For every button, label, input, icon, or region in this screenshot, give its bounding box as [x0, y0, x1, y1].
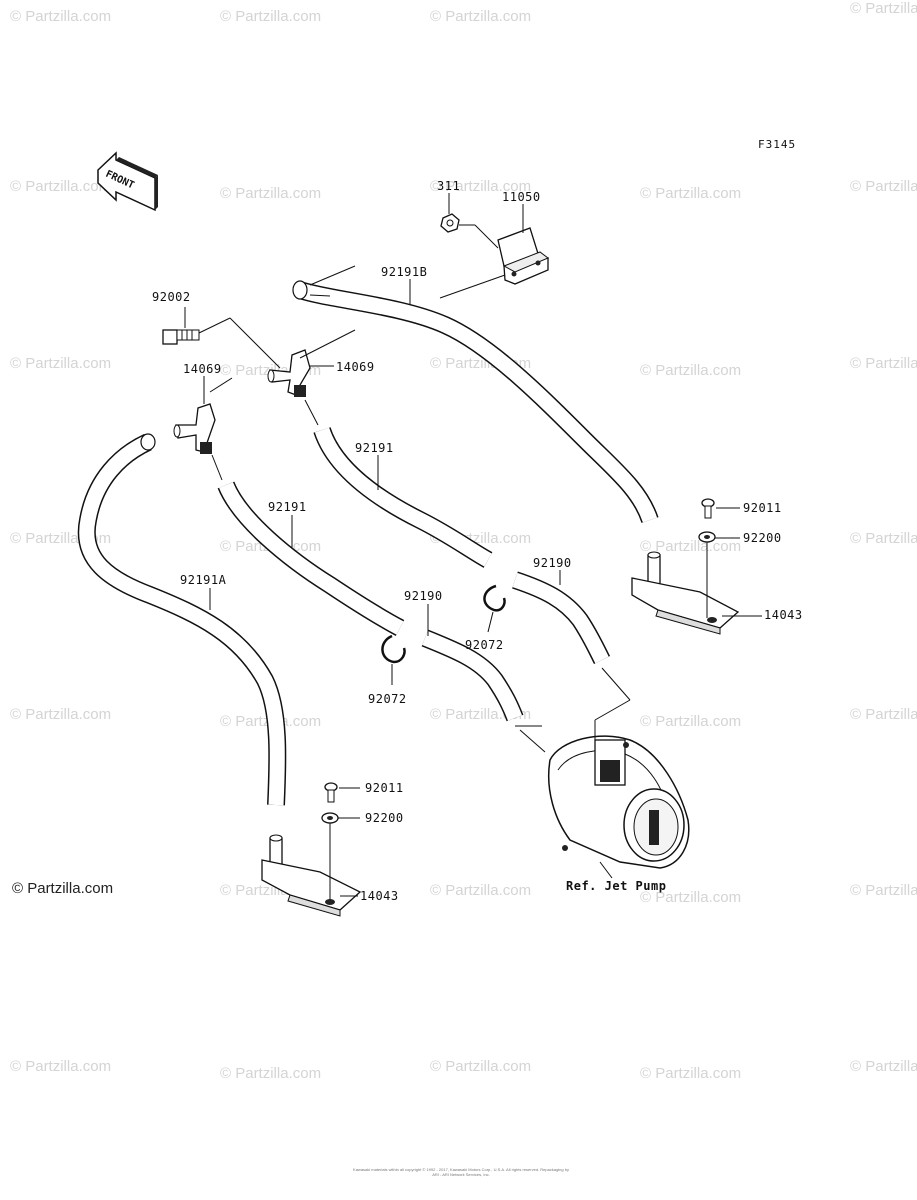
part-label-92200-right: 92200	[743, 531, 782, 545]
bolt-92011-right	[701, 498, 715, 519]
reference-label-jet-pump: Ref. Jet Pump	[566, 879, 667, 893]
hose-92191-lower	[217, 481, 405, 636]
fitting-14069-right	[267, 349, 311, 397]
brand-watermark: © Partzilla.com	[12, 880, 114, 897]
washer-92200-lower	[321, 812, 339, 824]
washer-92200-right	[698, 531, 716, 543]
part-label-14069-right: 14069	[336, 360, 375, 374]
filter-14043-lower	[261, 834, 362, 917]
watermark: © Partzilla.com	[220, 8, 322, 25]
hose-92191A	[77, 433, 287, 806]
watermark: © Partzilla.com	[850, 355, 917, 372]
watermark: © Partzilla.com	[850, 0, 917, 17]
watermark: © Partzilla.com	[430, 882, 532, 899]
part-label-92191-upper: 92191	[355, 441, 394, 455]
part-label-92011-right: 92011	[743, 501, 782, 515]
watermark: © Partzilla.com	[850, 1058, 917, 1075]
watermark: © Partzilla.com	[220, 1065, 322, 1082]
watermark: © Partzilla.com	[640, 713, 742, 730]
copyright-note: Kawasaki materials within all copyright …	[353, 1167, 569, 1177]
jet-pump-housing	[547, 735, 690, 869]
bracket-11050	[497, 227, 549, 285]
part-label-14043-lower: 14043	[360, 889, 399, 903]
watermark: © Partzilla.com	[430, 178, 532, 195]
figure-code: F3145	[758, 138, 797, 151]
part-label-14043-right: 14043	[764, 608, 803, 622]
watermark: © Partzilla.com	[640, 362, 742, 379]
part-label-92072-left: 92072	[368, 692, 407, 706]
part-label-311: 311	[437, 179, 461, 193]
hose-92191-upper	[313, 426, 493, 568]
watermark: © Partzilla.com	[10, 1058, 112, 1075]
bolt-92011-lower	[324, 782, 338, 803]
leader-lines	[184, 193, 762, 900]
watermark: © Partzilla.com	[430, 8, 532, 25]
watermark: © Partzilla.com	[640, 185, 742, 202]
filter-14043-right	[631, 551, 740, 635]
watermark: © Partzilla.com	[850, 882, 917, 899]
watermark: © Partzilla.com	[640, 1065, 742, 1082]
watermark: © Partzilla.com	[430, 1058, 532, 1075]
part-label-14069-left: 14069	[183, 362, 222, 376]
watermark: © Partzilla.com	[850, 530, 917, 547]
nut-311	[440, 213, 460, 233]
hose-92191B	[292, 280, 659, 524]
watermark: © Partzilla.com	[850, 706, 917, 723]
part-label-11050: 11050	[502, 190, 541, 204]
watermark: © Partzilla.com	[850, 178, 917, 195]
hose-92190-right	[512, 571, 611, 665]
front-arrow-icon: FRONT	[97, 151, 158, 212]
bolt-92002	[162, 329, 200, 345]
watermark: © Partzilla.com	[10, 706, 112, 723]
part-label-92191B: 92191B	[381, 265, 428, 279]
part-label-92191-lower: 92191	[268, 500, 307, 514]
watermark: © Partzilla.com	[640, 889, 742, 906]
watermark: © Partzilla.com	[10, 8, 112, 25]
hose-92190-left	[421, 629, 524, 722]
watermark: © Partzilla.com	[10, 355, 112, 372]
watermark: © Partzilla.com	[640, 538, 742, 555]
part-label-92191A: 92191A	[180, 573, 227, 587]
part-label-92190-right: 92190	[533, 556, 572, 570]
fitting-14069-left	[173, 403, 216, 454]
part-label-92190-left: 92190	[404, 589, 443, 603]
clamp-92072-right	[483, 584, 506, 612]
part-label-92011-lower: 92011	[365, 781, 404, 795]
clamp-92072-left	[381, 634, 406, 664]
part-label-92002: 92002	[152, 290, 191, 304]
watermark: © Partzilla.com	[10, 178, 112, 195]
part-label-92072-right: 92072	[465, 638, 504, 652]
watermark: © Partzilla.com	[220, 185, 322, 202]
part-label-92200-lower: 92200	[365, 811, 404, 825]
